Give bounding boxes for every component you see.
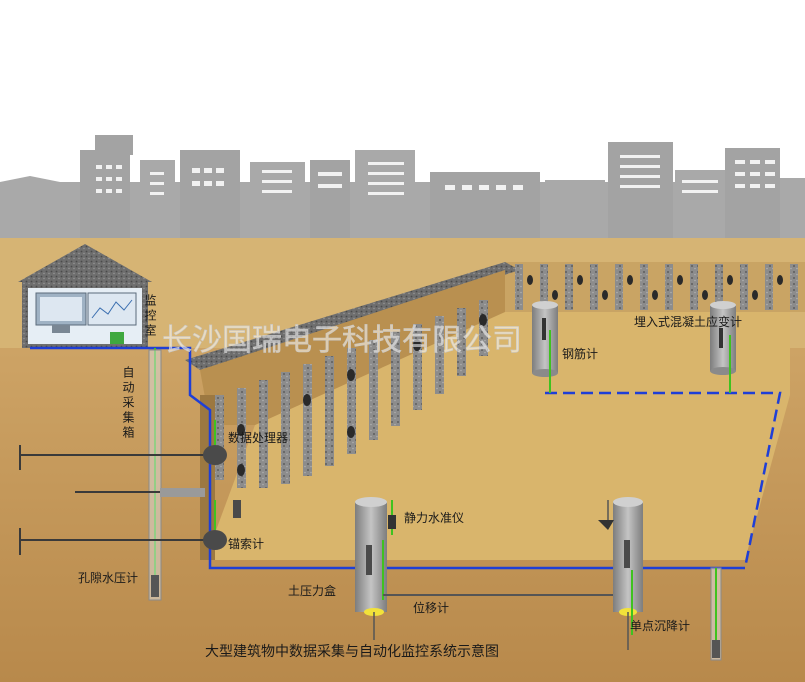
collection-box-icon [110,332,124,344]
diagram-title: 大型建筑物中数据采集与自动化监控系统示意图 [205,643,499,660]
settlement-column [598,497,643,650]
excavation-pit [185,262,805,560]
communication-cable [30,346,745,570]
monitor-room [18,244,152,348]
auto-collection-box-line [148,348,162,601]
data-processor [203,420,227,465]
single-point-settlement-meter-label: 单点沉降计 [630,619,690,633]
static-level-label: 静力水准仪 [404,511,464,525]
anchor-heads-back [527,275,783,300]
monitor-room-label: 监控室 [143,294,157,339]
retaining-piles-back [515,264,798,310]
anchor-heads-left [237,314,487,476]
communication-cable-dashed [545,391,782,569]
data-processor-label: 数据处理器 [228,430,288,445]
displacement-meter-label: 位移计 [413,600,449,615]
auto-collection-box-label: 自动采集箱 [121,366,135,441]
city-skyline [0,135,805,240]
anchor-cable-meter-label: 锚索计 [228,536,264,551]
rebar-meter-column [532,301,558,393]
rebar-meter-label: 钢筋计 [562,346,598,361]
anchor-cable-meter [203,500,241,550]
watermark: 长沙国瑞电子科技有限公司 [162,323,522,358]
retaining-piles-left [215,300,488,488]
anchor-rods [19,445,205,555]
earth-pressure-cell-label: 土压力盒 [288,583,336,598]
borehole-right [710,567,722,661]
embedded-concrete-strain-gauge-label: 埋入式混凝土应变计 [634,314,742,329]
static-level-column [355,497,625,640]
strain-gauge-column [710,301,736,393]
pore-water-pressure-meter-label: 孔隙水压计 [78,571,138,585]
